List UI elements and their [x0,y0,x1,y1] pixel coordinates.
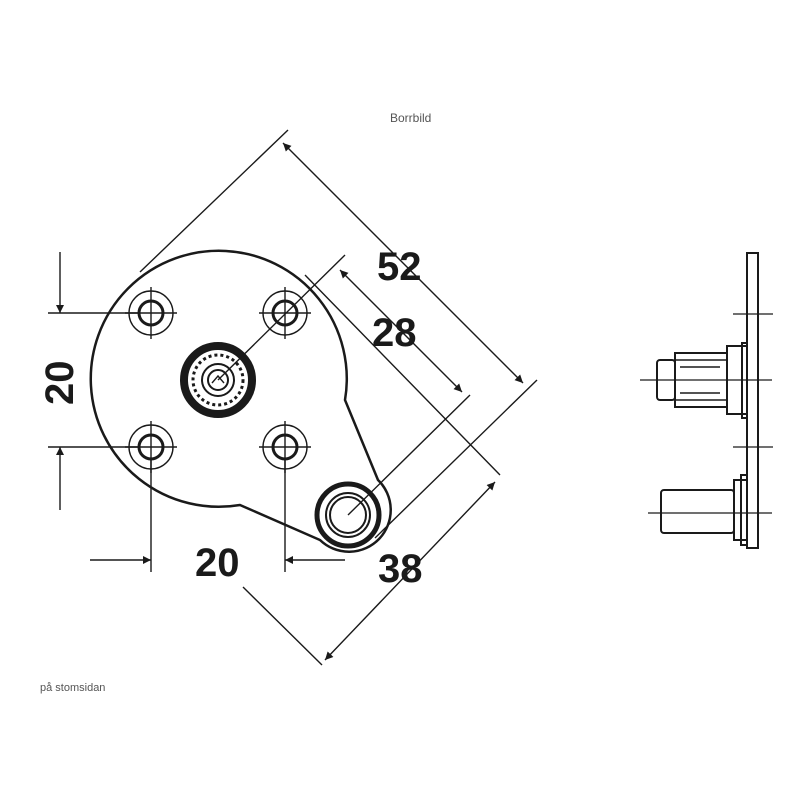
footnote: på stomsidan [40,682,106,694]
dim-vertical-20: 20 [38,361,82,406]
dim-52: 52 [377,245,422,289]
center-bearing [180,342,256,418]
drawing-title: Borrbild [390,111,432,125]
dim-28: 28 [372,311,417,355]
dim-38: 38 [378,547,423,591]
dimension-labels: 52 28 38 20 20 [38,245,423,591]
side-view [640,252,773,549]
dim-horizontal-20: 20 [195,541,240,585]
